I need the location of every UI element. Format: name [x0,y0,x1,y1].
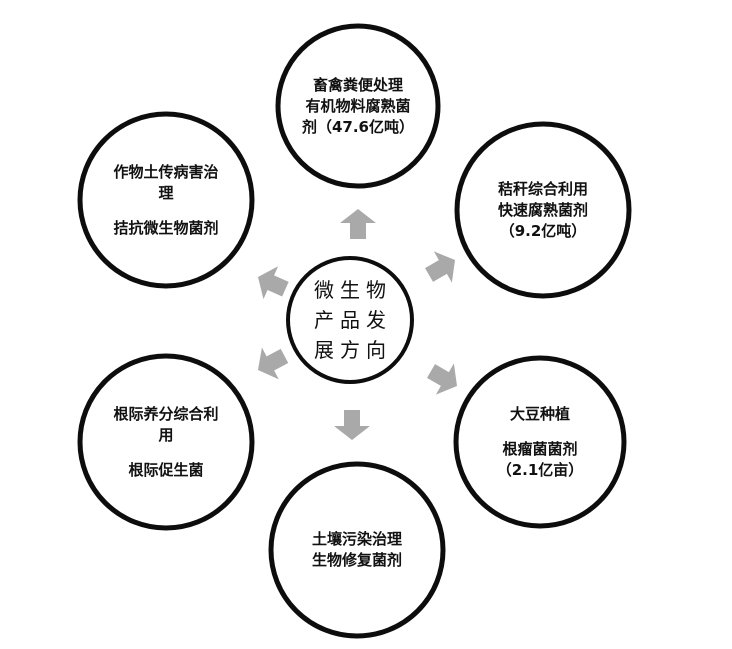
node-label-line: 理 [158,183,174,202]
node-label-line: 土壤污染治理 [311,530,402,548]
arrow-down-left-icon [258,347,289,380]
arrow-down-icon [334,410,370,440]
arrow-up-right-icon [425,251,455,283]
node-label-gap [91,204,241,218]
node-circle-bottom-right [453,355,627,529]
node-label-gap [465,425,615,439]
node-label-line: 大豆种植 [509,404,570,423]
node-label-bottom-left: 根际养分综合利用根际促生菌 [91,404,241,481]
node-label-line: 用 [158,425,174,444]
node-label-line: 根际养分综合利 [113,404,219,423]
node-label-line: 拮抗微生物菌剂 [113,218,219,237]
node-label-line: 有机物料腐熟菌 [305,96,411,115]
node-label-top: 畜禽粪便处理有机物料腐熟菌剂（47.6亿吨） [283,75,433,138]
node-label-top-left: 作物土传病害治理拮抗微生物菌剂 [91,162,241,239]
node-label-line: 生物修复菌剂 [311,551,402,569]
node-label-line: （2.1亿亩） [496,460,584,479]
node-label-top-right: 秸秆综合利用快速腐熟菌剂 （9.2亿吨） [468,179,618,242]
node-label-bottom: 土壤污染治理生物修复菌剂 [282,529,432,571]
node-label-line: 快速腐熟菌剂 [497,200,588,219]
center-circle [286,256,414,384]
arrow-down-right-icon [427,363,457,395]
center-label-line: 微生物 [314,278,392,302]
node-label-bottom-right: 大豆种植根瘤菌菌剂 （2.1亿亩） [465,404,615,481]
arrow-up-left-icon [258,266,289,300]
center-label-line: 展方向 [314,338,392,362]
node-circle-top-right [454,121,632,299]
node-label-line: 秸秆综合利用 [497,179,588,198]
node-label-line: 根瘤菌菌剂 [502,439,578,458]
node-circle-top [275,23,441,189]
node-label-line: 根际促生菌 [128,460,204,479]
node-circle-bottom [268,461,446,639]
node-label-line: （9.2亿吨） [499,221,587,240]
center-label-line: 产品发 [314,308,392,332]
node-label-gap [91,446,241,460]
node-circle-top-left [77,111,255,289]
center-label: 微生物产品发展方向 [283,275,423,365]
arrow-up-icon [340,209,376,239]
node-label-line: 作物土传病害治 [113,162,219,181]
node-label-line: 畜禽粪便处理 [312,75,403,94]
node-label-line: 剂（47.6亿吨） [301,117,414,136]
node-circle-bottom-left [77,353,255,531]
